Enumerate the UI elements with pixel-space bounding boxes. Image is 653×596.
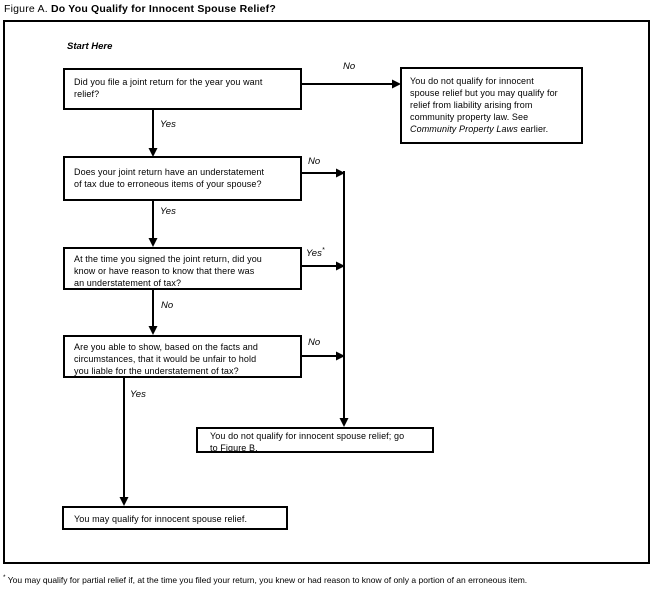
- decision-understatement: Does your joint return have an understat…: [63, 156, 302, 201]
- outcome-community-suffix: earlier.: [517, 124, 549, 134]
- decision-knew-understatement: At the time you signed the joint return,…: [63, 247, 302, 290]
- connector-q3-yes: [302, 261, 345, 271]
- branch-label-q1-yes: Yes: [160, 119, 176, 130]
- branch-label-q1-no: No: [343, 61, 356, 72]
- footnote-asterisk: *: [3, 574, 6, 581]
- connector-q4-yes: [119, 378, 129, 506]
- connector-q1-no: [302, 79, 401, 89]
- decision-unfair-to-hold: Are you able to show, based on the facts…: [63, 335, 302, 378]
- decision-joint-return: Did you file a joint return for the year…: [63, 68, 302, 110]
- figure-title-main: Do You Qualify for Innocent Spouse Relie…: [50, 3, 276, 15]
- branch-label-q2-no: No: [308, 156, 321, 167]
- figure-title-prefix: Figure A.: [4, 3, 48, 15]
- branch-label-q3-yes-asterisk: *: [321, 247, 325, 254]
- connector-q1-yes: [148, 110, 158, 157]
- figure-title: Figure A. Do You Qualify for Innocent Sp…: [4, 3, 276, 15]
- connector-collector-vertical: [339, 171, 349, 427]
- start-here-label: Start Here: [67, 41, 113, 52]
- outcome-community-text: You do not qualify for innocent spouse r…: [410, 76, 558, 122]
- branch-label-q3-yes-text: Yes: [306, 248, 322, 260]
- connector-q2-yes: [148, 201, 158, 247]
- outcome-figure-b: You do not qualify for innocent spouse r…: [196, 427, 434, 453]
- connector-q4-no: [302, 351, 345, 361]
- branch-label-q3-no: No: [161, 300, 174, 311]
- connector-q3-no: [148, 290, 158, 335]
- connector-q2-no: [302, 168, 345, 178]
- footnote: * You may qualify for partial relief if,…: [3, 574, 527, 585]
- branch-label-q4-yes: Yes: [130, 389, 146, 400]
- branch-label-q3-yes: Yes*: [306, 247, 325, 259]
- branch-label-q2-yes: Yes: [160, 206, 176, 217]
- outcome-may-qualify: You may qualify for innocent spouse reli…: [62, 506, 288, 530]
- branch-label-q4-no: No: [308, 337, 321, 348]
- outcome-community-property: You do not qualify for innocent spouse r…: [400, 67, 583, 144]
- outcome-community-italic: Community Property Laws: [410, 124, 518, 134]
- footnote-text: You may qualify for partial relief if, a…: [7, 574, 528, 585]
